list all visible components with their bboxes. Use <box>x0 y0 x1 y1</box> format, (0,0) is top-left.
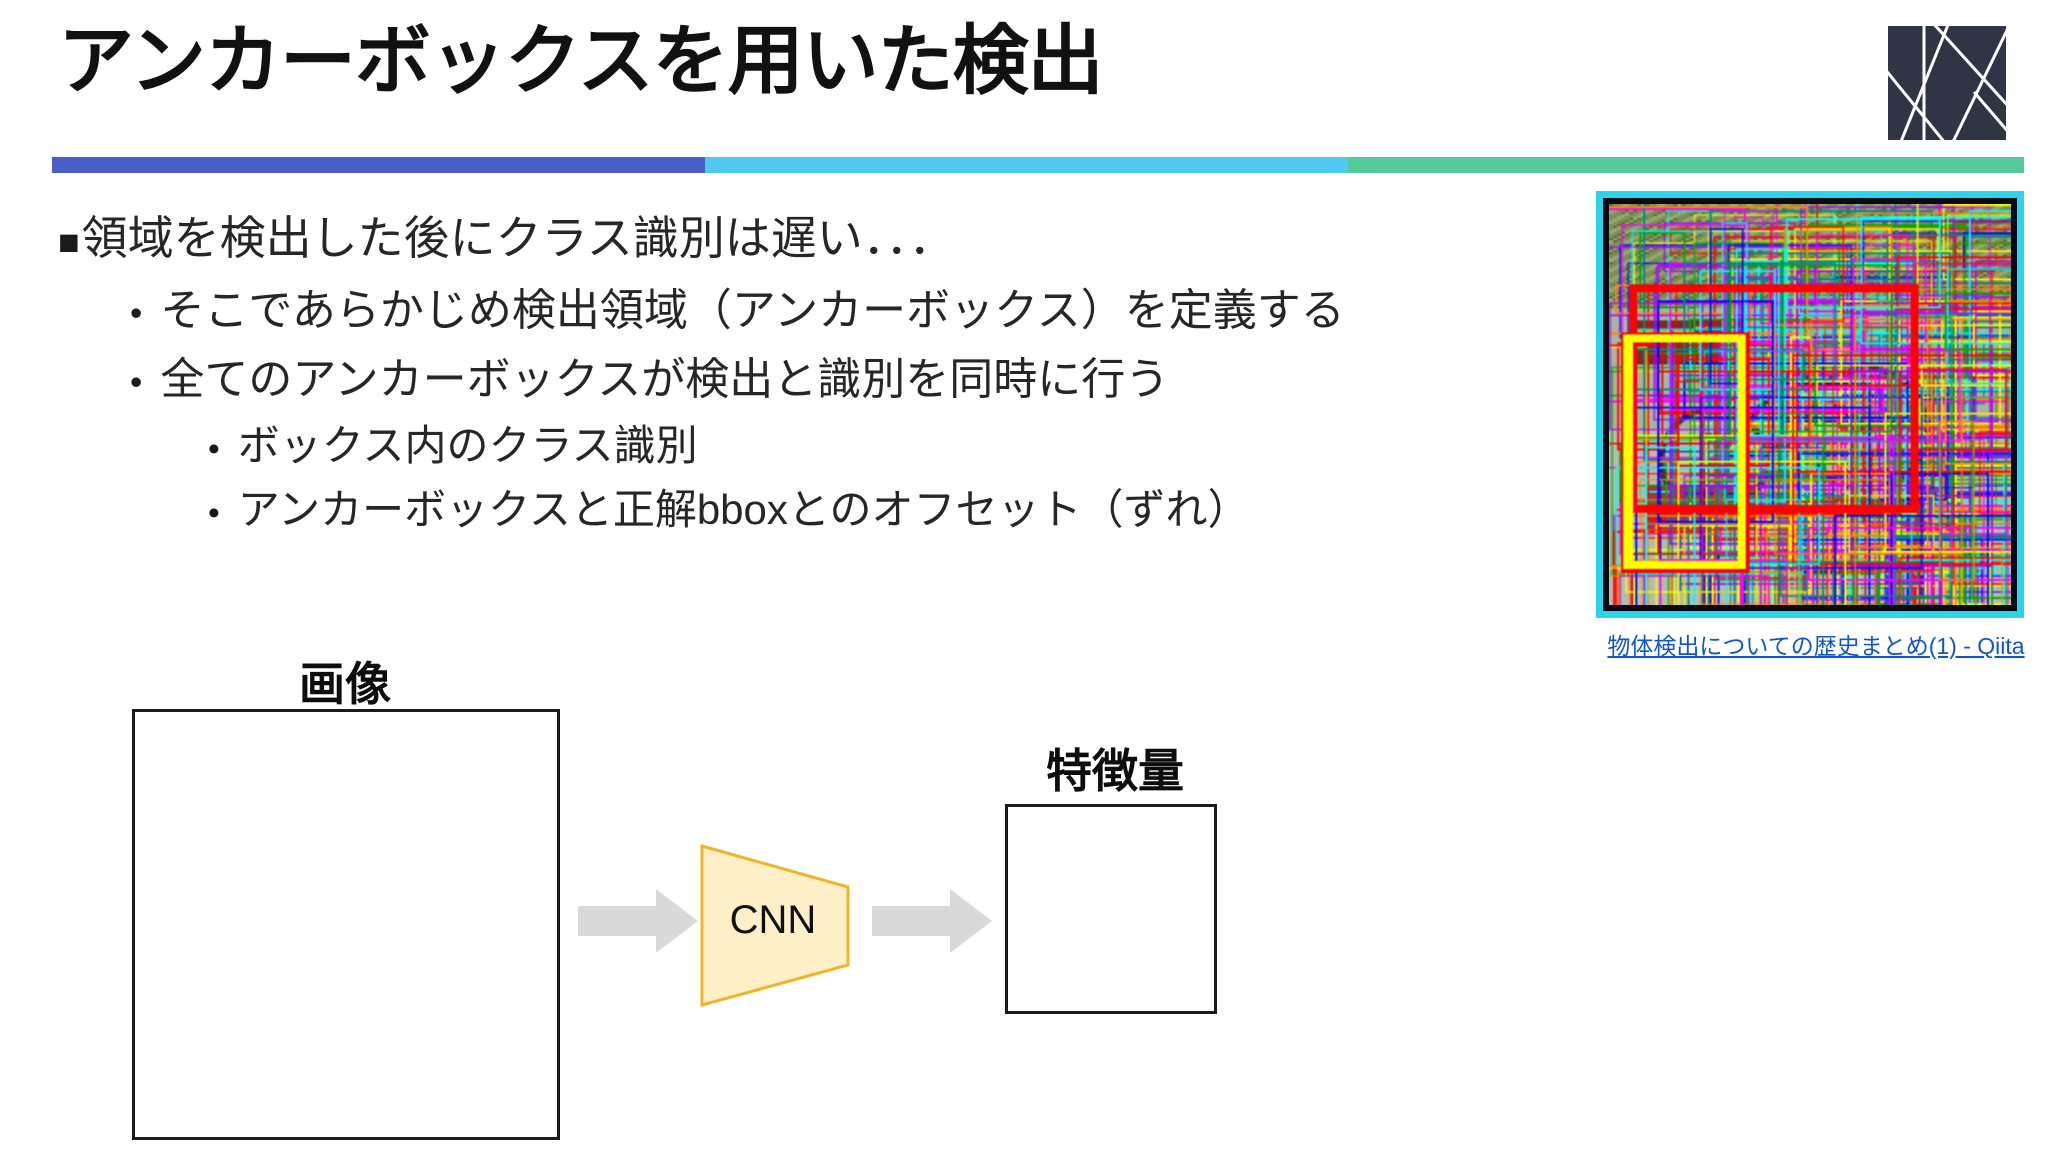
feature-map-box <box>1005 804 1217 1014</box>
brand-logo-icon <box>1888 26 2006 140</box>
bullet-text: アンカーボックスと正解bboxとのオフセット（ずれ） <box>237 486 1250 533</box>
accent-bar <box>52 157 2024 173</box>
bullet-marker-dot: • <box>208 431 220 468</box>
input-image-box <box>132 709 560 1140</box>
image-box-label: 画像 <box>299 658 391 710</box>
accent-segment-3 <box>1348 157 2024 173</box>
bullet-marker-dot: • <box>130 363 143 402</box>
anchor-box-overlay-image <box>1609 204 2011 605</box>
bullet-level1: ■ 領域を検出した後にクラス識別は遅い．．． <box>58 202 1548 268</box>
bullet-text: 全てのアンカーボックスが検出と識別を同時に行う <box>160 355 1170 404</box>
accent-segment-2 <box>705 157 1348 173</box>
feature-box-label: 特徴量 <box>1046 745 1184 797</box>
reference-caption-link[interactable]: 物体検出についての歴史まとめ(1) - Qiita <box>1607 633 2025 659</box>
arrow-right-icon <box>578 889 698 953</box>
bullet-text: 領域を検出した後にクラス識別は遅い．．． <box>81 212 955 264</box>
bullet-marker-square: ■ <box>58 222 80 262</box>
reference-image-frame <box>1603 198 2017 611</box>
bullet-list: ■ 領域を検出した後にクラス識別は遅い．．． • そこであらかじめ検出領域（アン… <box>58 202 1548 540</box>
bullet-marker-dot: • <box>130 294 143 333</box>
arrow-right-icon <box>872 889 992 953</box>
bullet-level2: • 全てのアンカーボックスが検出と識別を同時に行う <box>130 343 1548 407</box>
reference-image <box>1596 191 2024 618</box>
bullet-text: ボックス内のクラス識別 <box>237 422 698 469</box>
bullet-level3: • アンカーボックスと正解bboxとのオフセット（ずれ） <box>208 476 1548 537</box>
bullet-level3: • ボックス内のクラス識別 <box>208 412 1548 473</box>
page-title: アンカーボックスを用いた検出 <box>58 19 1104 104</box>
bullet-text: そこであらかじめ検出領域（アンカーボックス）を定義する <box>160 286 1345 335</box>
cnn-trapezoid <box>700 844 850 1007</box>
bullet-level2: • そこであらかじめ検出領域（アンカーボックス）を定義する <box>130 274 1548 338</box>
bullet-marker-dot: • <box>208 495 220 532</box>
accent-segment-1 <box>52 157 705 173</box>
